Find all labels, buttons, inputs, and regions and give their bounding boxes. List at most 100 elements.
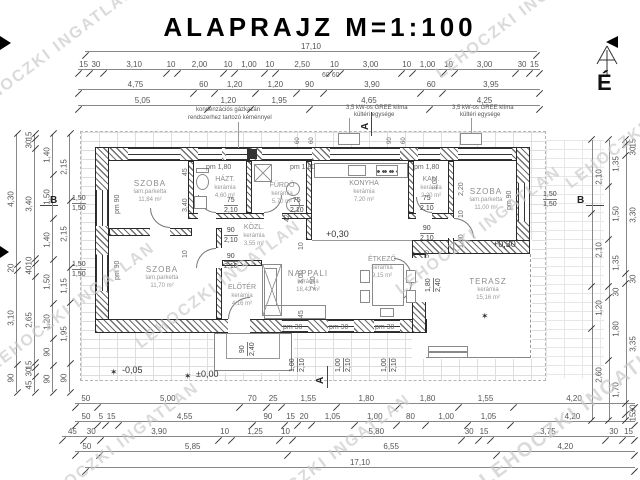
terrace-outline — [426, 254, 531, 358]
dim-segment: 17,10 — [85, 40, 537, 52]
room-rf: kerámia — [297, 279, 319, 285]
dim-segment: 17,10 — [85, 456, 635, 468]
ac-outdoor-unit — [460, 133, 482, 145]
note-ac: 3,5 kW-os GREE klíma — [452, 105, 514, 111]
dim-segment: 1,05 — [311, 410, 354, 422]
room-rn: KAM. — [422, 176, 440, 183]
door-gap-szoba2 — [216, 248, 222, 268]
dim-segment: 5,80 — [292, 425, 461, 437]
dim-segment: 3,95 — [442, 78, 540, 90]
dim-segment: 4,20 — [513, 392, 635, 404]
note-ac: kültéri egysége — [460, 112, 501, 118]
room-rf: kerámia — [214, 185, 236, 191]
door-gap-hazt — [198, 213, 216, 219]
room-rn: TERASZ — [469, 277, 507, 286]
room-rn: FÜRDŐ — [269, 182, 295, 189]
room-rf: kerámia — [353, 189, 375, 195]
dim-segment: 50 — [75, 392, 97, 404]
chair-icon — [380, 308, 394, 317]
ac-leader-line — [349, 118, 350, 133]
dim-segment: 1,00 — [354, 410, 396, 422]
dim-segment: 3,10 — [103, 58, 166, 70]
watermark: LEHOCZKI INGATLAN — [432, 0, 605, 83]
window-right-szoba3 — [518, 183, 530, 221]
dim-segment: 2,00 — [177, 58, 223, 70]
kitchen-living-boundary — [312, 240, 412, 241]
dim-segment: 10 — [223, 60, 233, 69]
window-bottom — [374, 320, 400, 332]
dim-segment: 90 — [252, 410, 284, 422]
plan-label: 45 — [298, 310, 305, 318]
dim-segment: 10 — [166, 60, 176, 69]
dim-segment: 15 — [624, 427, 633, 436]
dim-segment: 5 — [98, 412, 104, 421]
room-rn: SZOBA — [133, 179, 167, 188]
dim-segment: 45 — [62, 425, 83, 437]
room-rf: lam.parketta — [469, 197, 503, 203]
plan-label: 60 60 — [322, 72, 340, 79]
entry-stoop-area — [214, 333, 294, 373]
plan-label: pm 30 — [283, 324, 303, 331]
dim-segment: 15 — [79, 60, 89, 69]
chimney-icon — [247, 149, 257, 159]
dim-segment: 1,80 — [336, 392, 397, 404]
entry-step — [226, 333, 280, 359]
room-ra: 4,16 m² — [231, 301, 253, 307]
dim-segment: 6,55 — [287, 440, 496, 452]
room-ra: 7,20 m² — [353, 197, 375, 203]
plan-label: pm 90 — [506, 190, 513, 210]
entry-stoop — [214, 333, 292, 371]
dim-segment: 1,20 — [207, 94, 250, 106]
level-star-icon: ✶ — [110, 367, 118, 377]
washbasin-icon — [286, 182, 300, 196]
room-ra: 18,42 m² — [296, 287, 320, 293]
room-rf: kerámia — [243, 233, 265, 239]
room-rf: kerámia — [271, 191, 293, 197]
window-top — [458, 148, 512, 160]
dim-segment: 4,20 — [496, 440, 635, 452]
plan-label: 60 — [309, 137, 315, 144]
dim-segment: 3,75 — [490, 425, 605, 437]
room-rn: NAPPALI — [287, 269, 329, 278]
terrace-step — [428, 352, 468, 358]
level-marker: +0,30 — [326, 229, 349, 239]
room-ra: 5,70 m² — [271, 199, 293, 205]
toilet-tank-icon — [196, 168, 209, 173]
plan-label: 2,20 — [458, 182, 465, 196]
terrace-area — [412, 240, 532, 359]
door-gap-kam — [416, 213, 432, 219]
dim-segment: 4,20 — [510, 410, 635, 422]
dim-segment: 3,90 — [323, 78, 420, 90]
note-chimney: rendszerhez tartozó kéménnyel — [188, 115, 272, 121]
dim-segment: 50 — [75, 410, 97, 422]
room-ra: 11,00 m² — [474, 205, 498, 211]
room-ra: 15,16 m² — [476, 295, 500, 301]
dim-segment: 1,55 — [281, 392, 336, 404]
plan-label: pm 90 — [114, 260, 121, 280]
level-marker: ±0,00 — [196, 369, 219, 379]
note-ac: kültéri egysége — [354, 112, 395, 118]
dim-segment: 5,00 — [97, 392, 239, 404]
chair-icon — [406, 270, 416, 283]
room-ra: 3,55 m² — [243, 241, 265, 247]
room-ra: 9,15 m² — [371, 273, 393, 279]
door-gap-entry — [228, 319, 250, 333]
section-marker-b: B — [577, 195, 585, 206]
plan-label: 3,40 — [182, 198, 189, 212]
